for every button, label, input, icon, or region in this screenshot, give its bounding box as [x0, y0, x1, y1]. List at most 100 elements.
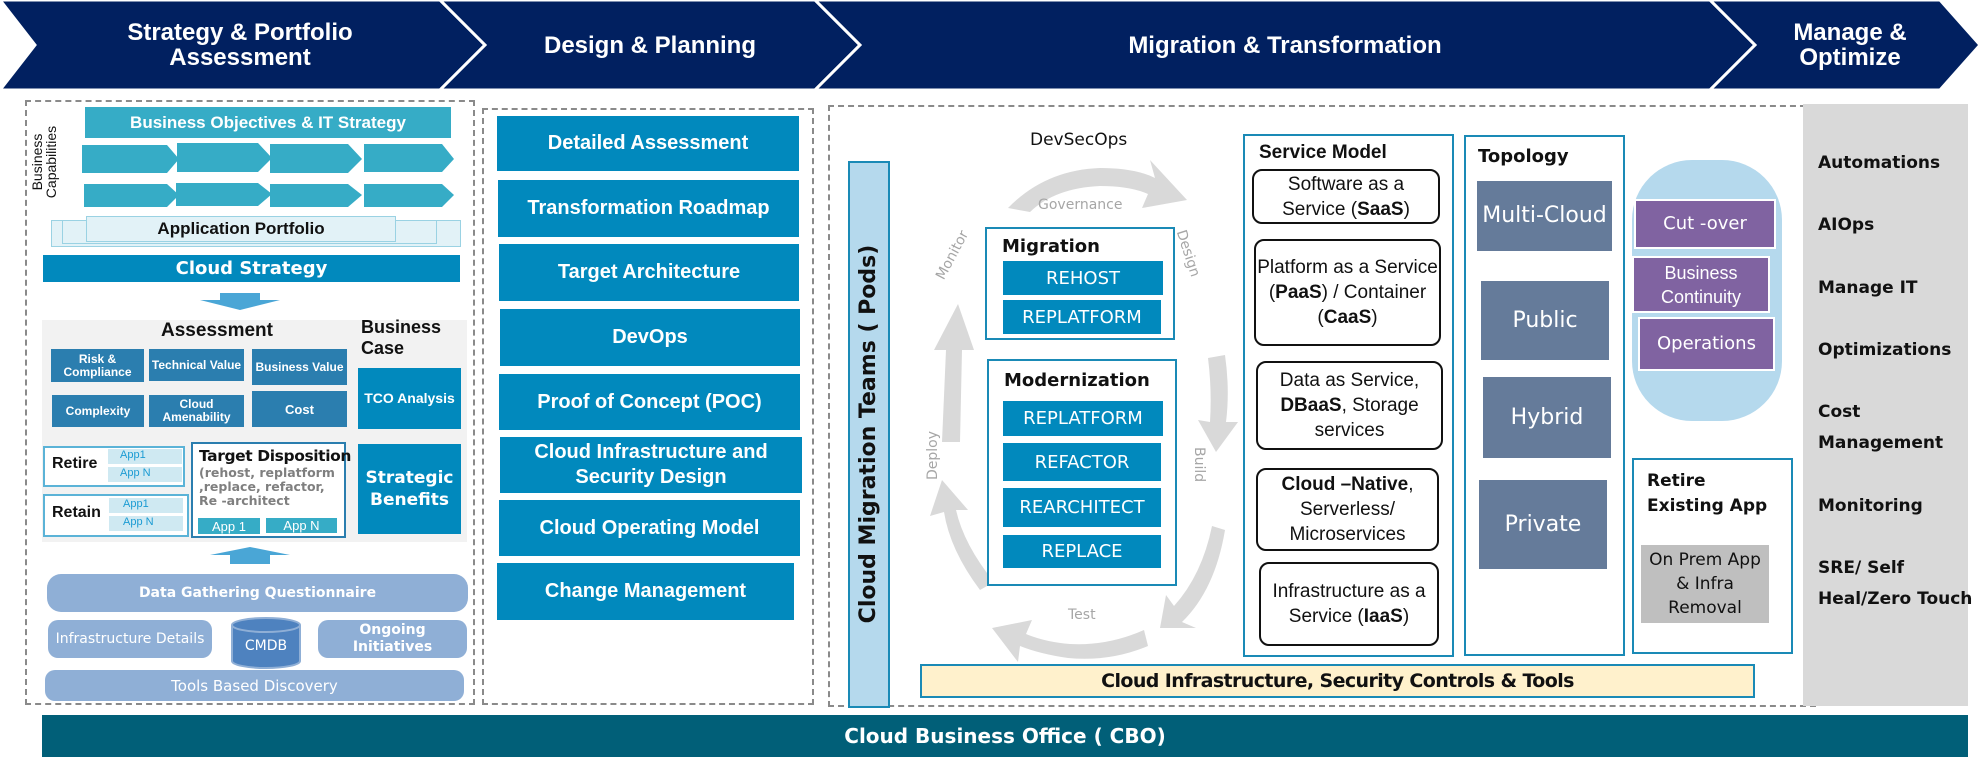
business-capabilities-label: Business Capabilities — [29, 125, 59, 199]
design-panel — [482, 108, 814, 705]
modernization-option-replatform: REPLATFORM — [1003, 401, 1163, 436]
retain-app-n: App N — [109, 516, 183, 531]
topology-multi-cloud: Multi-Cloud — [1477, 181, 1612, 251]
dbaas-text-end: , Storage services — [1314, 395, 1419, 441]
design-item-cloud-infra-security: Cloud Infrastructure and Security Design — [500, 437, 802, 493]
capability-chevron — [270, 144, 362, 173]
data-gathering-questionnaire: Data Gathering Questionnaire — [47, 574, 468, 612]
modernization-box: Modernization REPLATFORM REFACTOR REARCH… — [987, 359, 1177, 586]
manage-panel — [1803, 104, 1968, 706]
phase-chevron-manage — [1706, 0, 1980, 92]
devsecops-label: DevSecOps — [1030, 130, 1128, 150]
capability-chevron — [176, 183, 272, 206]
phase-title-design: Design & Planning — [543, 31, 756, 59]
cycle-arrow-governance — [1008, 160, 1187, 212]
cloud-native-text: , Serverless/ Microservices — [1289, 474, 1414, 545]
up-arrow-icon — [210, 547, 290, 564]
cycle-arrow-design — [1198, 355, 1238, 452]
cycle-label-deploy: Deploy — [925, 430, 941, 480]
service-model-saas: Software as a Service (SaaS) — [1252, 169, 1440, 224]
saas-text: Software as a Service ( — [1282, 173, 1405, 220]
retire-label: Retire — [52, 455, 98, 472]
cloud-infra-security-bar: Cloud Infrastructure, Security Controls … — [920, 664, 1755, 698]
assessment-item-risk-compliance: Risk & Compliance — [51, 349, 144, 382]
business-case-title: Business Case — [361, 317, 442, 358]
business-objectives-bar: Business Objectives & IT Strategy — [85, 107, 451, 138]
capability-chevron — [270, 184, 362, 207]
retain-label: Retain — [52, 504, 101, 521]
iaas-text: Infrastructure as a Service ( — [1272, 581, 1426, 627]
topology-private: Private — [1479, 480, 1607, 569]
design-item-detailed-assessment: Detailed Assessment — [497, 116, 799, 171]
paas-text-mid: ) / Container ( — [1317, 282, 1427, 328]
devsecops-cycle — [930, 160, 1238, 662]
cycle-label-test: Test — [1068, 607, 1096, 623]
target-disposition-box: Target Disposition (rehost, replatform ,… — [191, 442, 351, 538]
design-item-transformation-roadmap: Transformation Roadmap — [498, 180, 799, 237]
on-prem-removal: On Prem App & Infra Removal — [1641, 545, 1769, 623]
modernization-option-refactor: REFACTOR — [1003, 443, 1161, 481]
phase-header — [0, 0, 1980, 92]
service-model-paas: Platform as a Service (PaaS) / Container… — [1254, 239, 1441, 346]
capability-chevron — [82, 145, 179, 173]
business-capability-chevrons — [82, 143, 454, 207]
ongoing-initiatives: Ongoing Initiatives — [318, 620, 467, 658]
manage-item-monitoring: Monitoring — [1818, 496, 1923, 516]
saas-text-end: ) — [1403, 198, 1410, 220]
capability-chevron — [84, 184, 179, 207]
paas-text-end: ) — [1371, 307, 1378, 328]
manage-item-sre: SRE/ Self Heal/Zero Touch — [1818, 558, 1973, 609]
retire-box: Retire App1 App N — [43, 446, 185, 487]
phase-title-strategy: Strategy & Portfolio Assessment — [127, 19, 353, 71]
cloud-migration-teams-bar: Cloud Migration Teams ( Pods) — [848, 161, 890, 708]
manage-item-optimizations: Optimizations — [1818, 340, 1952, 360]
caas-acronym: CaaS — [1323, 307, 1372, 328]
cycle-arrow-build — [1160, 526, 1225, 628]
migration-box: Migration REHOST REPLATFORM — [985, 227, 1175, 340]
migration-option-rehost: REHOST — [1003, 261, 1163, 295]
target-disposition-title: Target Disposition — [199, 447, 351, 465]
transition-cut-over: Cut -over — [1634, 199, 1776, 249]
cloud-migration-teams-label: Cloud Migration Teams ( Pods) — [856, 244, 881, 624]
cloud-native-bold: Cloud –Native — [1281, 474, 1409, 495]
business-case-strategic-benefits: Strategic Benefits — [358, 444, 461, 534]
target-disposition-app-1: App 1 — [198, 518, 260, 534]
down-arrow-icon — [200, 293, 280, 310]
cycle-arrow-monitor — [934, 304, 974, 442]
assessment-item-business-value: Business Value — [252, 349, 347, 385]
cmdb-label: CMDB — [244, 638, 288, 654]
phase-title-migration: Migration & Transformation — [1128, 31, 1442, 59]
tools-based-discovery: Tools Based Discovery — [45, 670, 464, 701]
design-item-target-architecture: Target Architecture — [499, 244, 799, 301]
target-disposition-app-n: App N — [266, 518, 337, 533]
topology-title: Topology — [1478, 146, 1569, 167]
service-model-cloud-native: Cloud –Native, Serverless/ Microservices — [1256, 468, 1439, 551]
service-model-title: Service Model — [1259, 142, 1387, 163]
dbaas-acronym: DBaaS — [1280, 395, 1342, 416]
manage-item-automations: Automations — [1818, 153, 1941, 173]
capability-chevron — [364, 184, 454, 207]
assessment-item-cost: Cost — [252, 391, 347, 427]
assessment-item-complexity: Complexity — [52, 395, 144, 427]
capability-chevron — [177, 143, 272, 172]
design-item-poc: Proof of Concept (POC) — [499, 374, 800, 430]
cycle-arrow-deploy — [930, 480, 994, 590]
retire-existing-app-title: Retire Existing App — [1647, 471, 1768, 516]
design-item-devops: DevOps — [500, 309, 800, 366]
saas-acronym: SaaS — [1357, 198, 1404, 220]
capability-chevron — [364, 144, 454, 172]
transition-business-continuity: Business Continuity — [1632, 256, 1770, 313]
manage-item-aiops: AIOps — [1818, 215, 1875, 235]
assessment-item-cloud-amenability: Cloud Amenability — [149, 395, 244, 427]
transition-operations: Operations — [1638, 317, 1775, 371]
phase-title-manage: Manage & Optimize — [1793, 19, 1907, 71]
infrastructure-details: Infrastructure Details — [48, 620, 212, 658]
modernization-option-rearchitect: REARCHITECT — [1003, 488, 1161, 527]
modernization-box-title: Modernization — [1004, 370, 1150, 391]
migration-box-title: Migration — [1002, 236, 1100, 257]
retire-app-n: App N — [108, 467, 182, 482]
paas-acronym: PaaS — [1275, 282, 1322, 303]
retire-existing-app-panel: Retire Existing App On Prem App & Infra … — [1632, 458, 1793, 654]
service-model-iaas: Infrastructure as a Service (IaaS) — [1259, 562, 1439, 646]
modernization-option-replace: REPLACE — [1003, 535, 1161, 568]
